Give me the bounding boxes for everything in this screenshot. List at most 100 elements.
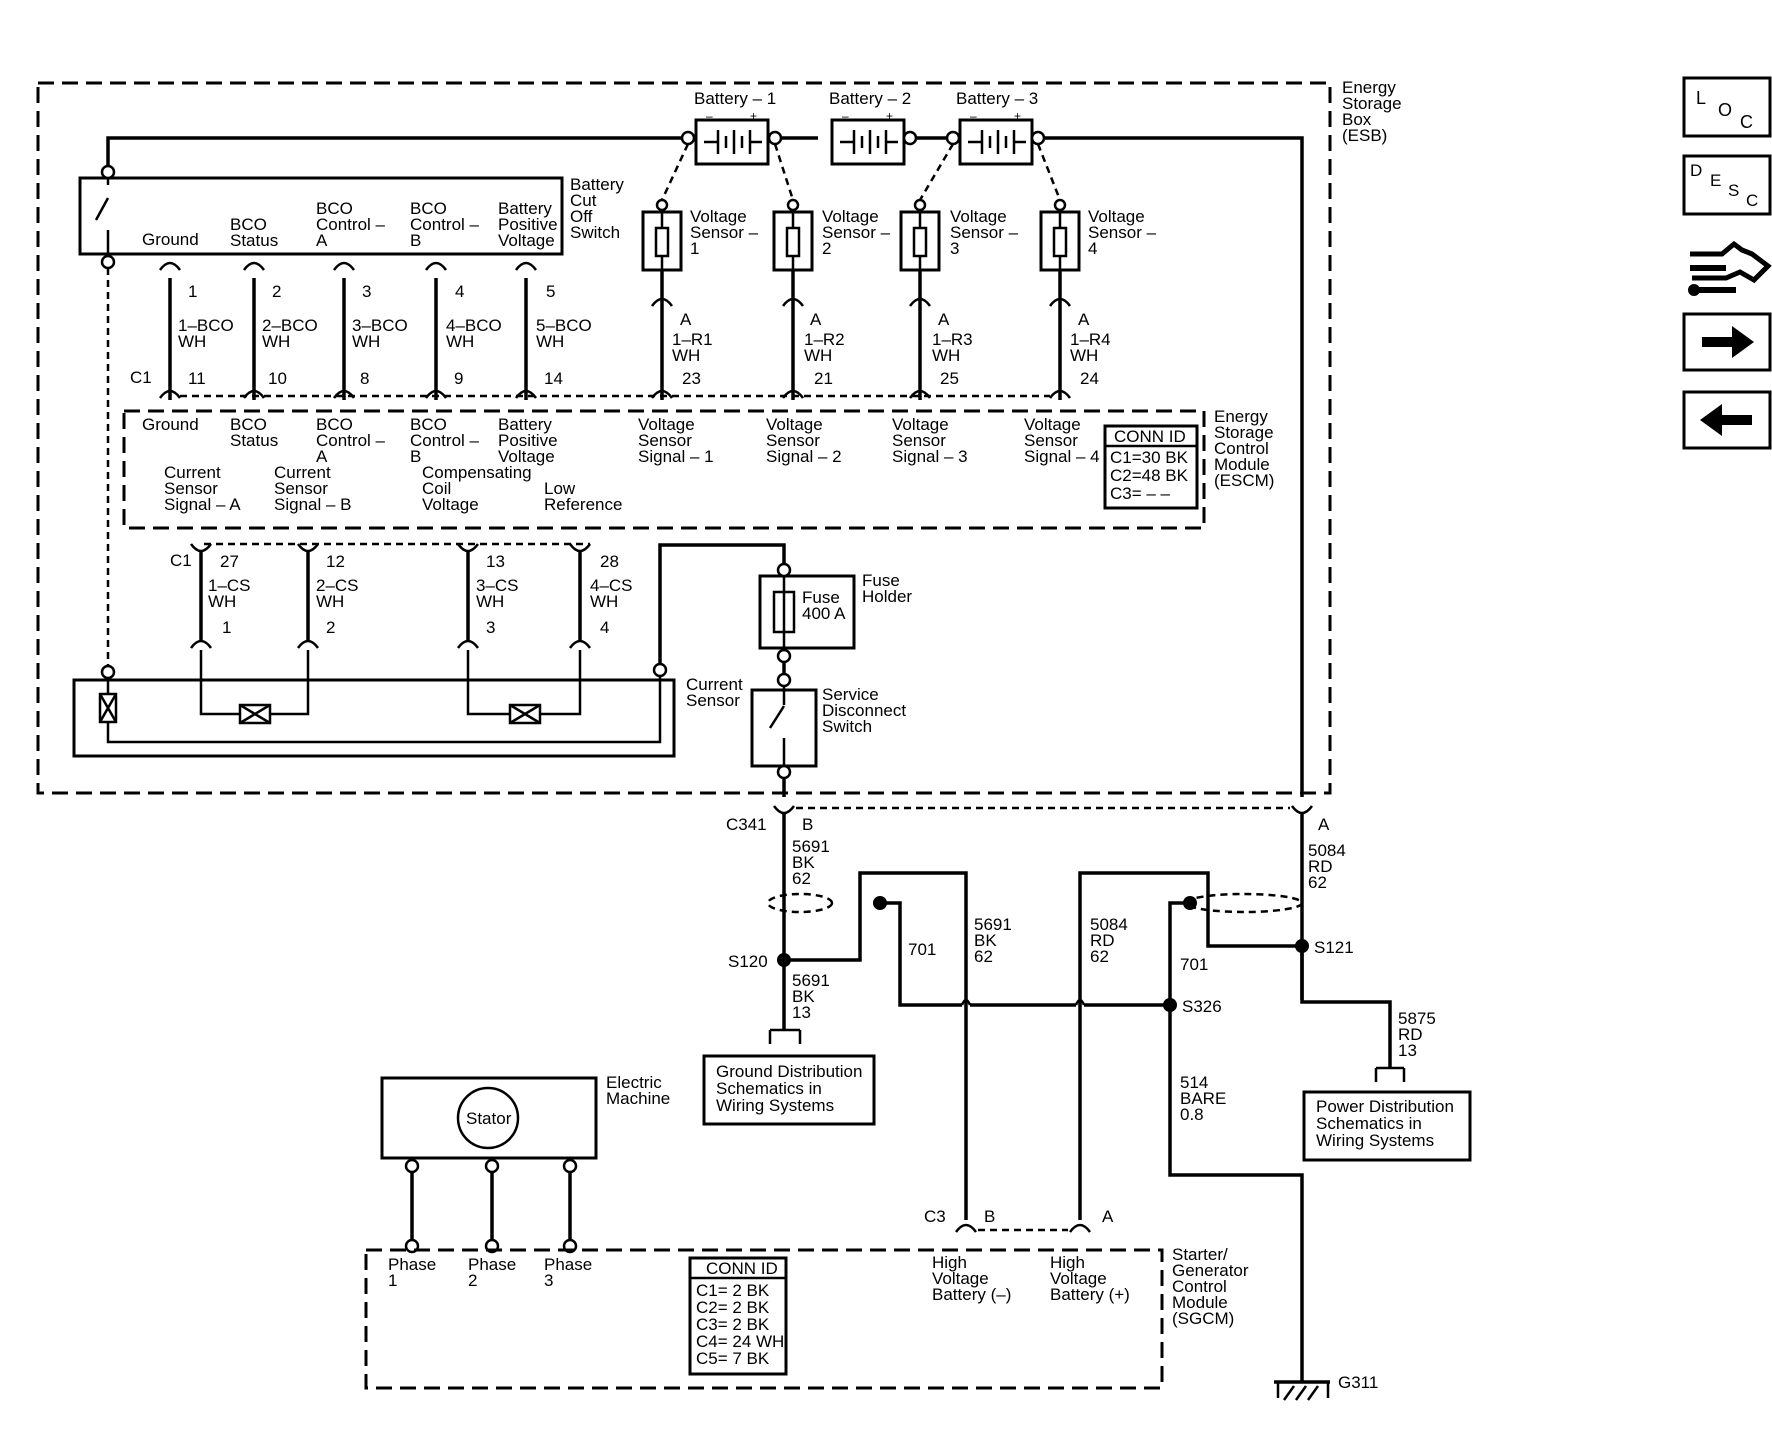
- svg-text:C: C: [1746, 191, 1758, 210]
- svg-text:Sensor –: Sensor –: [690, 223, 759, 242]
- wire-5875-13: [1300, 946, 1392, 1068]
- svg-text:Voltage: Voltage: [690, 207, 747, 226]
- svg-text:WH: WH: [476, 592, 504, 611]
- svg-text:2: 2: [468, 1271, 477, 1290]
- svg-text:1–R1: 1–R1: [672, 330, 713, 349]
- rail-battery-positive: [1041, 136, 1304, 797]
- location-button[interactable]: L O C: [1682, 76, 1772, 150]
- svg-text:WH: WH: [352, 332, 380, 351]
- previous-page-button[interactable]: [1682, 390, 1772, 464]
- svg-text:Control: Control: [1172, 1277, 1227, 1296]
- svg-text:23: 23: [682, 369, 701, 388]
- shield-left: [766, 892, 834, 914]
- svg-text:BCO: BCO: [316, 199, 353, 218]
- svg-text:D: D: [1690, 161, 1702, 180]
- svg-text:C2= 2 BK: C2= 2 BK: [696, 1298, 770, 1317]
- svg-text:Control –: Control –: [316, 215, 386, 234]
- svg-text:3: 3: [950, 239, 959, 258]
- svg-text:+: +: [1014, 109, 1021, 123]
- svg-text:E: E: [1710, 171, 1721, 190]
- label-701-right: 701: [1180, 955, 1208, 974]
- svg-text:3: 3: [544, 1271, 553, 1290]
- svg-text:Sensor: Sensor: [274, 479, 328, 498]
- svg-text:4–BCO: 4–BCO: [446, 316, 502, 335]
- svg-text:WH: WH: [1070, 346, 1098, 365]
- battery-3-label: Battery – 3: [956, 89, 1038, 108]
- sgcm-hv-terminals: C3 B A High Voltage Battery (–) High Vol…: [924, 1207, 1130, 1304]
- ground-distribution-ref[interactable]: Ground Distribution Schematics in Wiring…: [702, 1028, 876, 1126]
- stator-label: Stator: [466, 1109, 512, 1128]
- svg-text:Signal – A: Signal – A: [164, 495, 241, 514]
- svg-text:C341: C341: [726, 815, 767, 834]
- svg-text:O: O: [1718, 100, 1732, 120]
- svg-text:Current: Current: [164, 463, 221, 482]
- svg-text:14: 14: [544, 369, 563, 388]
- svg-text:Starter/: Starter/: [1172, 1245, 1228, 1264]
- svg-text:A: A: [1102, 1207, 1114, 1226]
- svg-text:Sensor: Sensor: [892, 431, 946, 450]
- svg-text:RD: RD: [1398, 1025, 1423, 1044]
- svg-text:Control –: Control –: [410, 215, 480, 234]
- label-514-bare: 514 BARE 0.8: [1180, 1073, 1226, 1124]
- svg-text:BCO: BCO: [410, 199, 447, 218]
- svg-text:25: 25: [940, 369, 959, 388]
- svg-text:5084: 5084: [1090, 915, 1128, 934]
- svg-text:–: –: [970, 109, 977, 123]
- stator: [456, 1086, 520, 1150]
- svg-text:0.8: 0.8: [1180, 1105, 1204, 1124]
- svg-text:Wiring Systems: Wiring Systems: [716, 1096, 834, 1115]
- next-page-button[interactable]: [1682, 312, 1772, 386]
- svg-text:WH: WH: [804, 346, 832, 365]
- svg-text:5691: 5691: [792, 971, 830, 990]
- label-5691-62-left: 5691 BK 62: [792, 837, 830, 888]
- power-distribution-ref[interactable]: Power Distribution Schematics in Wiring …: [1302, 1066, 1472, 1162]
- svg-text:Sensor: Sensor: [638, 431, 692, 450]
- svg-text:3: 3: [362, 282, 371, 301]
- svg-text:C3= – –: C3= – –: [1110, 484, 1171, 503]
- svg-text:Low: Low: [544, 479, 576, 498]
- service-disconnect-label: Service Disconnect Switch: [822, 685, 906, 736]
- voltage-sensor-1: [641, 143, 690, 400]
- svg-text:BCO: BCO: [230, 415, 267, 434]
- svg-text:Voltage: Voltage: [1024, 415, 1081, 434]
- svg-text:5: 5: [546, 282, 555, 301]
- svg-text:Sensor: Sensor: [164, 479, 218, 498]
- svg-text:A: A: [1078, 310, 1090, 329]
- svg-text:Sensor –: Sensor –: [822, 223, 891, 242]
- svg-text:1–R2: 1–R2: [804, 330, 845, 349]
- description-button[interactable]: D E S C: [1682, 154, 1772, 228]
- fuse-holder-box: [758, 574, 856, 650]
- wire-5691-62-mid: [784, 871, 968, 1220]
- svg-text:WH: WH: [672, 346, 700, 365]
- svg-text:Ground: Ground: [142, 230, 199, 249]
- svg-text:Signal – 1: Signal – 1: [638, 447, 714, 466]
- svg-text:Sensor –: Sensor –: [1088, 223, 1157, 242]
- svg-text:Module: Module: [1172, 1293, 1228, 1312]
- svg-text:G311: G311: [1338, 1373, 1378, 1392]
- svg-text:13: 13: [1398, 1041, 1417, 1060]
- connector-tools-icon[interactable]: [1682, 232, 1772, 306]
- svg-text:400 A: 400 A: [802, 604, 846, 623]
- svg-text:Energy: Energy: [1214, 407, 1268, 426]
- svg-text:Status: Status: [230, 231, 278, 250]
- svg-text:Cut: Cut: [570, 191, 597, 210]
- svg-text:C1: C1: [170, 551, 192, 570]
- svg-text:2: 2: [326, 618, 335, 637]
- wire-514-bare: [1168, 1005, 1304, 1382]
- svg-text:+: +: [750, 109, 757, 123]
- svg-text:Signal – 2: Signal – 2: [766, 447, 842, 466]
- svg-text:4: 4: [600, 618, 609, 637]
- svg-text:WH: WH: [590, 592, 618, 611]
- svg-text:Sensor: Sensor: [766, 431, 820, 450]
- svg-text:WH: WH: [208, 592, 236, 611]
- svg-text:514: 514: [1180, 1073, 1208, 1092]
- svg-text:Voltage: Voltage: [638, 415, 695, 434]
- svg-text:1: 1: [188, 282, 197, 301]
- svg-text:Positive: Positive: [498, 215, 558, 234]
- svg-text:WH: WH: [316, 592, 344, 611]
- svg-text:Generator: Generator: [1172, 1261, 1249, 1280]
